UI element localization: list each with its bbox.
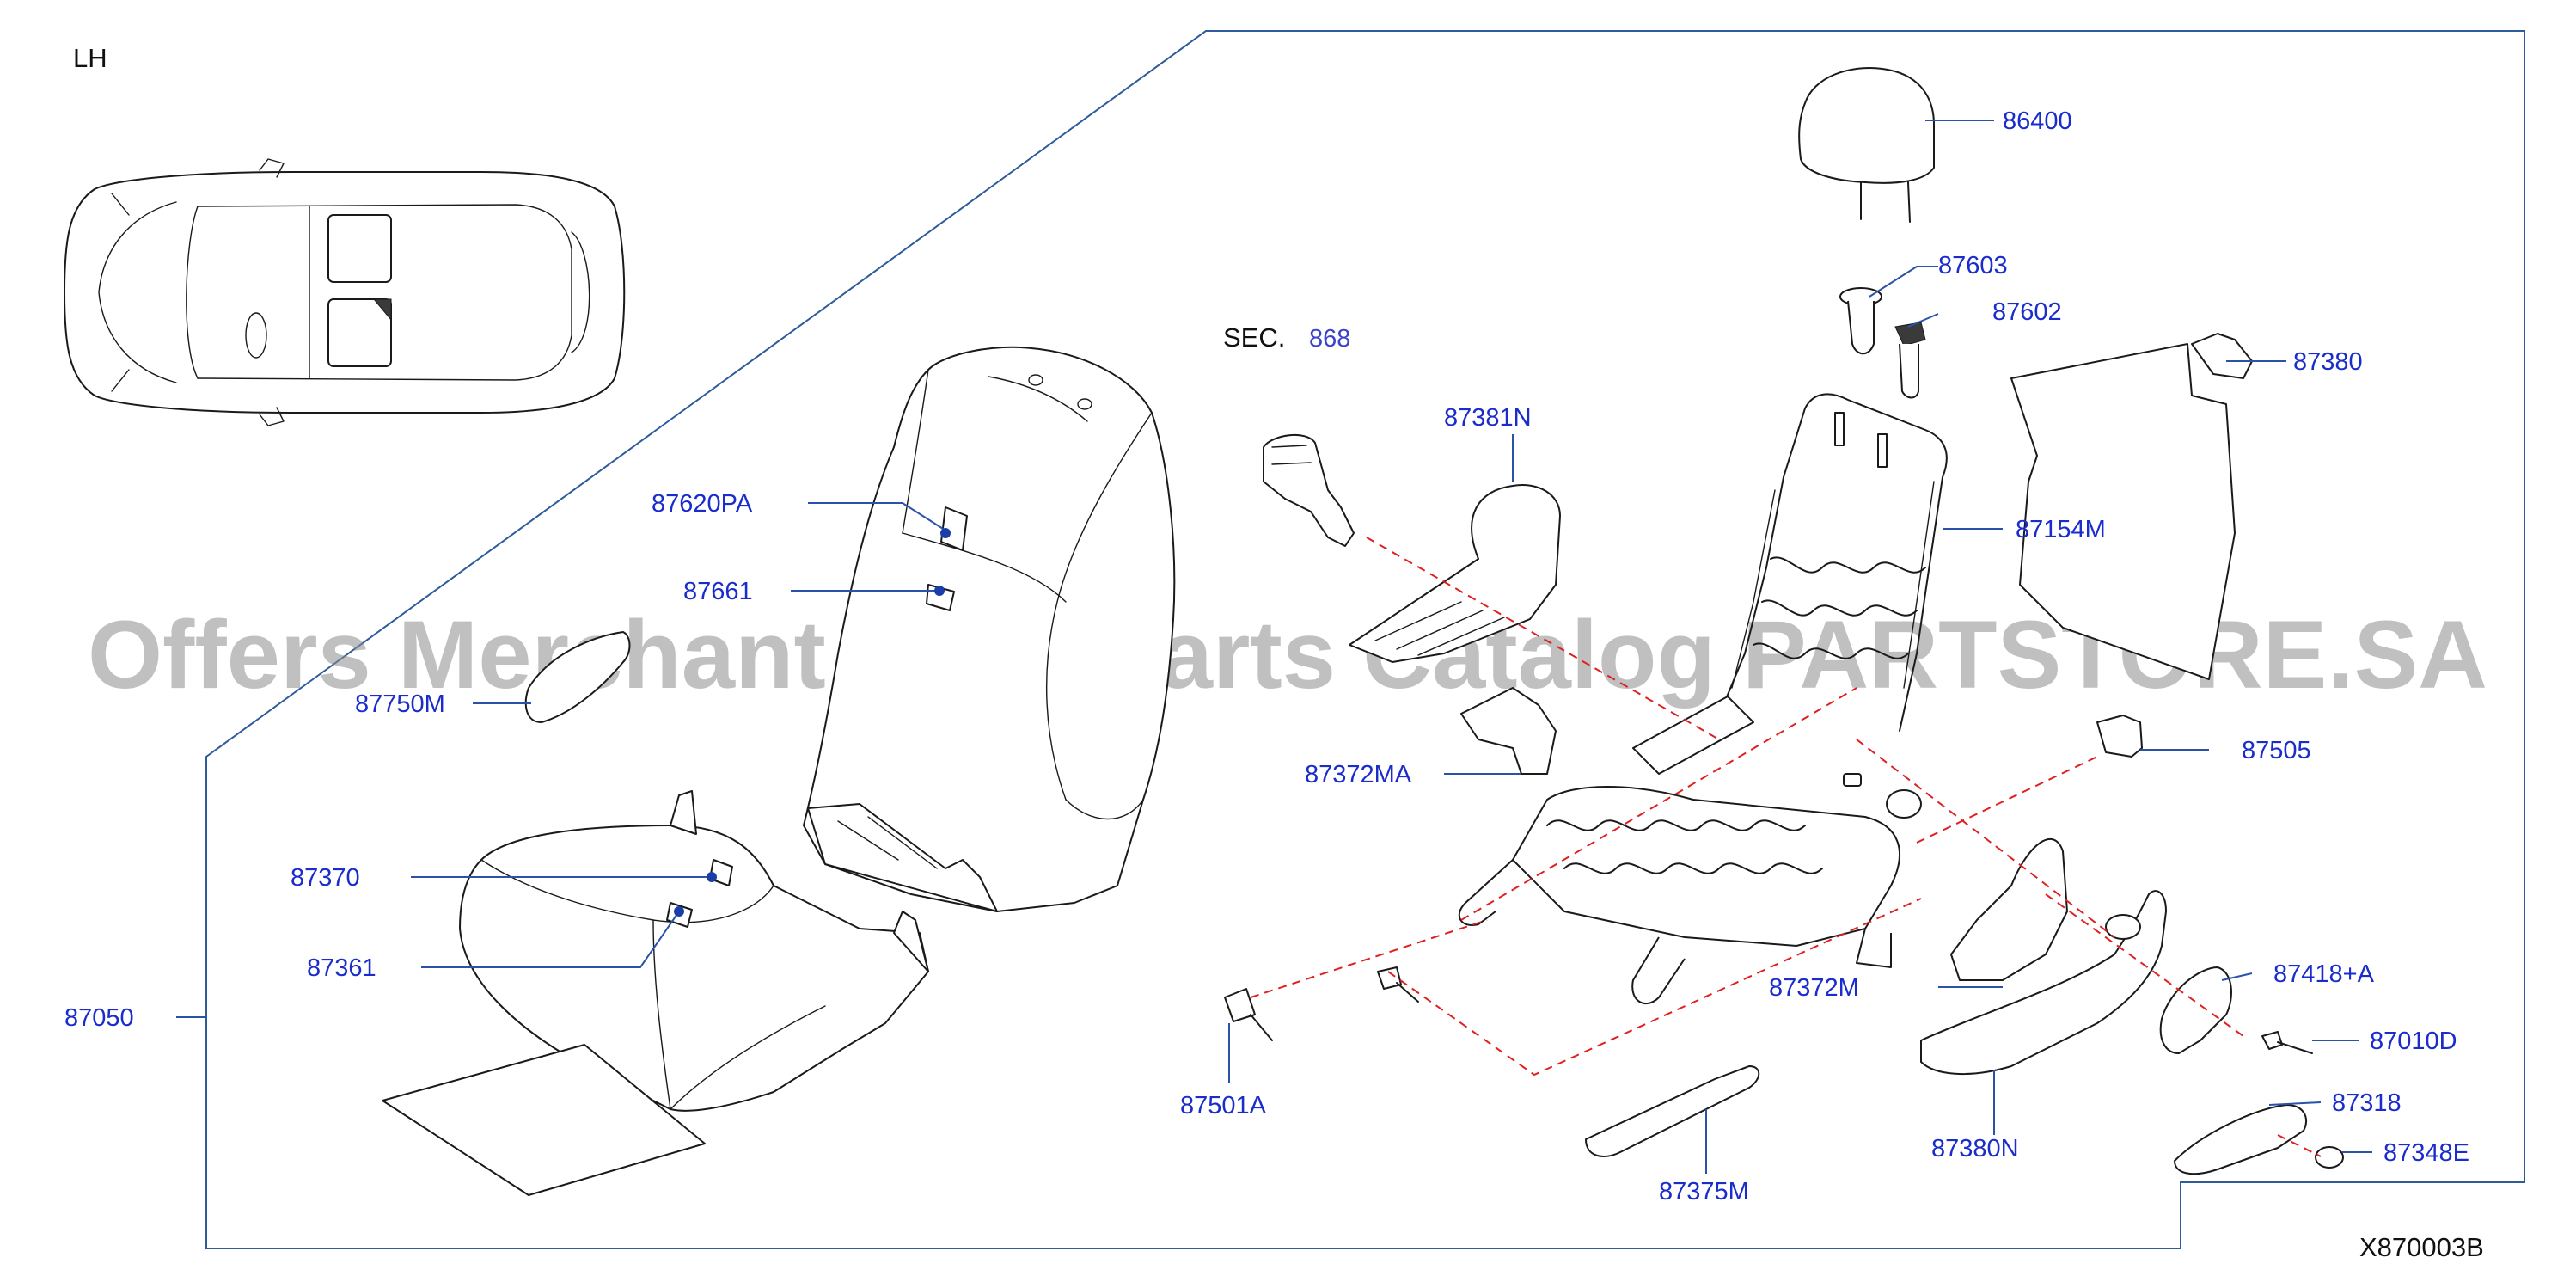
finisher-87372ma xyxy=(1460,687,1557,775)
seat-belt-buckle xyxy=(1263,433,1355,547)
headrest-86400 xyxy=(1798,67,1935,184)
label-87661[interactable]: 87661 xyxy=(683,578,753,605)
label-87154m[interactable]: 87154M xyxy=(2016,516,2106,543)
headrest-stays xyxy=(1860,181,1911,223)
seat-frame-87154m xyxy=(1458,393,1948,1005)
recliner-cover-ribs xyxy=(1374,601,1505,656)
screw-87010d xyxy=(2261,1031,2313,1054)
leader-lines xyxy=(176,120,2372,1174)
headrest-guide-87603 xyxy=(1839,287,1882,355)
finisher-knob-hole xyxy=(2105,914,2141,940)
label-87372ma[interactable]: 87372MA xyxy=(1305,761,1412,788)
lever-87318 xyxy=(2174,1104,2308,1175)
seat-trim-cover-87750m xyxy=(524,631,631,723)
buckle-slot xyxy=(1271,445,1312,465)
cover-87418a xyxy=(2159,966,2232,1054)
seat-back-illustration xyxy=(803,346,1176,912)
seat-cushion-illustration xyxy=(382,790,929,1196)
label-87418a[interactable]: 87418+A xyxy=(2273,960,2375,988)
label-87381n[interactable]: 87381N xyxy=(1444,404,1532,432)
back-board-clip xyxy=(2191,333,2253,379)
side-label: LH xyxy=(73,43,107,73)
finisher-87375m xyxy=(1585,1065,1760,1157)
back-board-87380 xyxy=(2010,343,2236,680)
label-87050[interactable]: 87050 xyxy=(64,1004,134,1032)
label-87620pa[interactable]: 87620PA xyxy=(652,490,753,518)
section-ref-link[interactable]: 868 xyxy=(1309,325,1350,353)
side-trim-87372m xyxy=(1950,837,2068,981)
label-87375m[interactable]: 87375M xyxy=(1659,1178,1749,1205)
label-87603[interactable]: 87603 xyxy=(1938,252,2008,279)
part-labels: 86400 87603 87602 87380 87381N 87154M 87… xyxy=(64,107,2469,1205)
group-frame xyxy=(205,30,2525,1249)
car-top-view-icon xyxy=(64,158,626,426)
label-86400[interactable]: 86400 xyxy=(2003,107,2072,135)
section-ref-prefix: SEC. xyxy=(1223,322,1285,353)
label-87348e[interactable]: 87348E xyxy=(2383,1139,2469,1167)
clip-87505 xyxy=(2096,715,2143,758)
label-87380[interactable]: 87380 xyxy=(2293,348,2363,376)
diagram-code: X870003B xyxy=(2359,1232,2484,1262)
label-87372m[interactable]: 87372M xyxy=(1769,974,1859,1002)
headrest-guide-87602 xyxy=(1894,322,1926,399)
outer-finisher-87380n xyxy=(1920,890,2167,1075)
label-87505[interactable]: 87505 xyxy=(2242,737,2311,764)
label-87750m[interactable]: 87750M xyxy=(355,690,445,718)
label-87361[interactable]: 87361 xyxy=(307,954,376,982)
label-87318[interactable]: 87318 xyxy=(2332,1089,2402,1117)
label-87501a[interactable]: 87501A xyxy=(1180,1092,1267,1120)
label-87010d[interactable]: 87010D xyxy=(2370,1028,2457,1055)
label-87380n[interactable]: 87380N xyxy=(1931,1135,2019,1163)
assembly-guide-lines xyxy=(1250,537,2322,1157)
bolt-87501a xyxy=(1224,966,1419,1041)
cap-87348e xyxy=(2315,1146,2344,1169)
label-87602[interactable]: 87602 xyxy=(1992,298,2062,326)
label-87370[interactable]: 87370 xyxy=(291,864,360,892)
